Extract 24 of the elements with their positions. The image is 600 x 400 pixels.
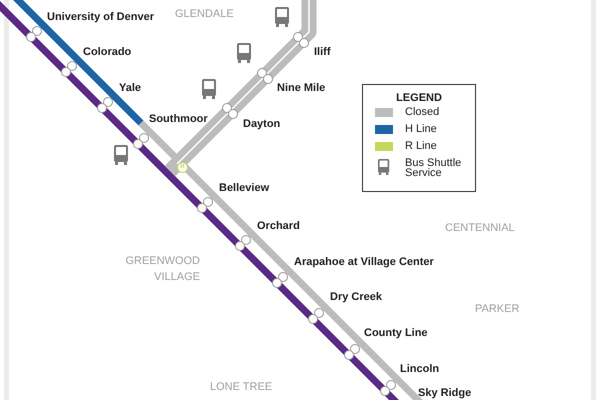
- town-name: LONE TREE: [210, 381, 272, 393]
- town-name: CENTENNIAL: [445, 222, 515, 234]
- station-name: Iliff: [314, 46, 330, 58]
- legend-label: H Line: [405, 124, 438, 135]
- station-name: Arapahoe at Village Center: [294, 256, 434, 268]
- town-name: GREENWOOD VILLAGE: [124, 254, 200, 285]
- town-name: GLENDALE: [175, 8, 234, 20]
- station-name: Belleview: [219, 182, 270, 194]
- legend-title: LEGEND: [395, 92, 443, 104]
- station-name: Colorado: [83, 46, 132, 58]
- station-name: Sky Ridge: [418, 387, 472, 399]
- town-name: PARKER: [475, 303, 520, 315]
- station-name: Yale: [119, 82, 142, 94]
- station-name: Southmoor: [149, 113, 208, 125]
- station-name: University of Denver: [47, 11, 154, 23]
- station-name: Lincoln: [400, 363, 440, 375]
- legend-label: Bus Shuttle Service: [405, 158, 462, 178]
- legend-label: R Line: [405, 141, 438, 152]
- station-name: Nine Mile: [277, 82, 326, 94]
- station-name: Dry Creek: [330, 291, 382, 303]
- station-name: County Line: [364, 327, 428, 339]
- station-name: Dayton: [243, 118, 280, 130]
- station-name: Orchard: [257, 220, 300, 232]
- legend-label: Closed: [405, 107, 440, 118]
